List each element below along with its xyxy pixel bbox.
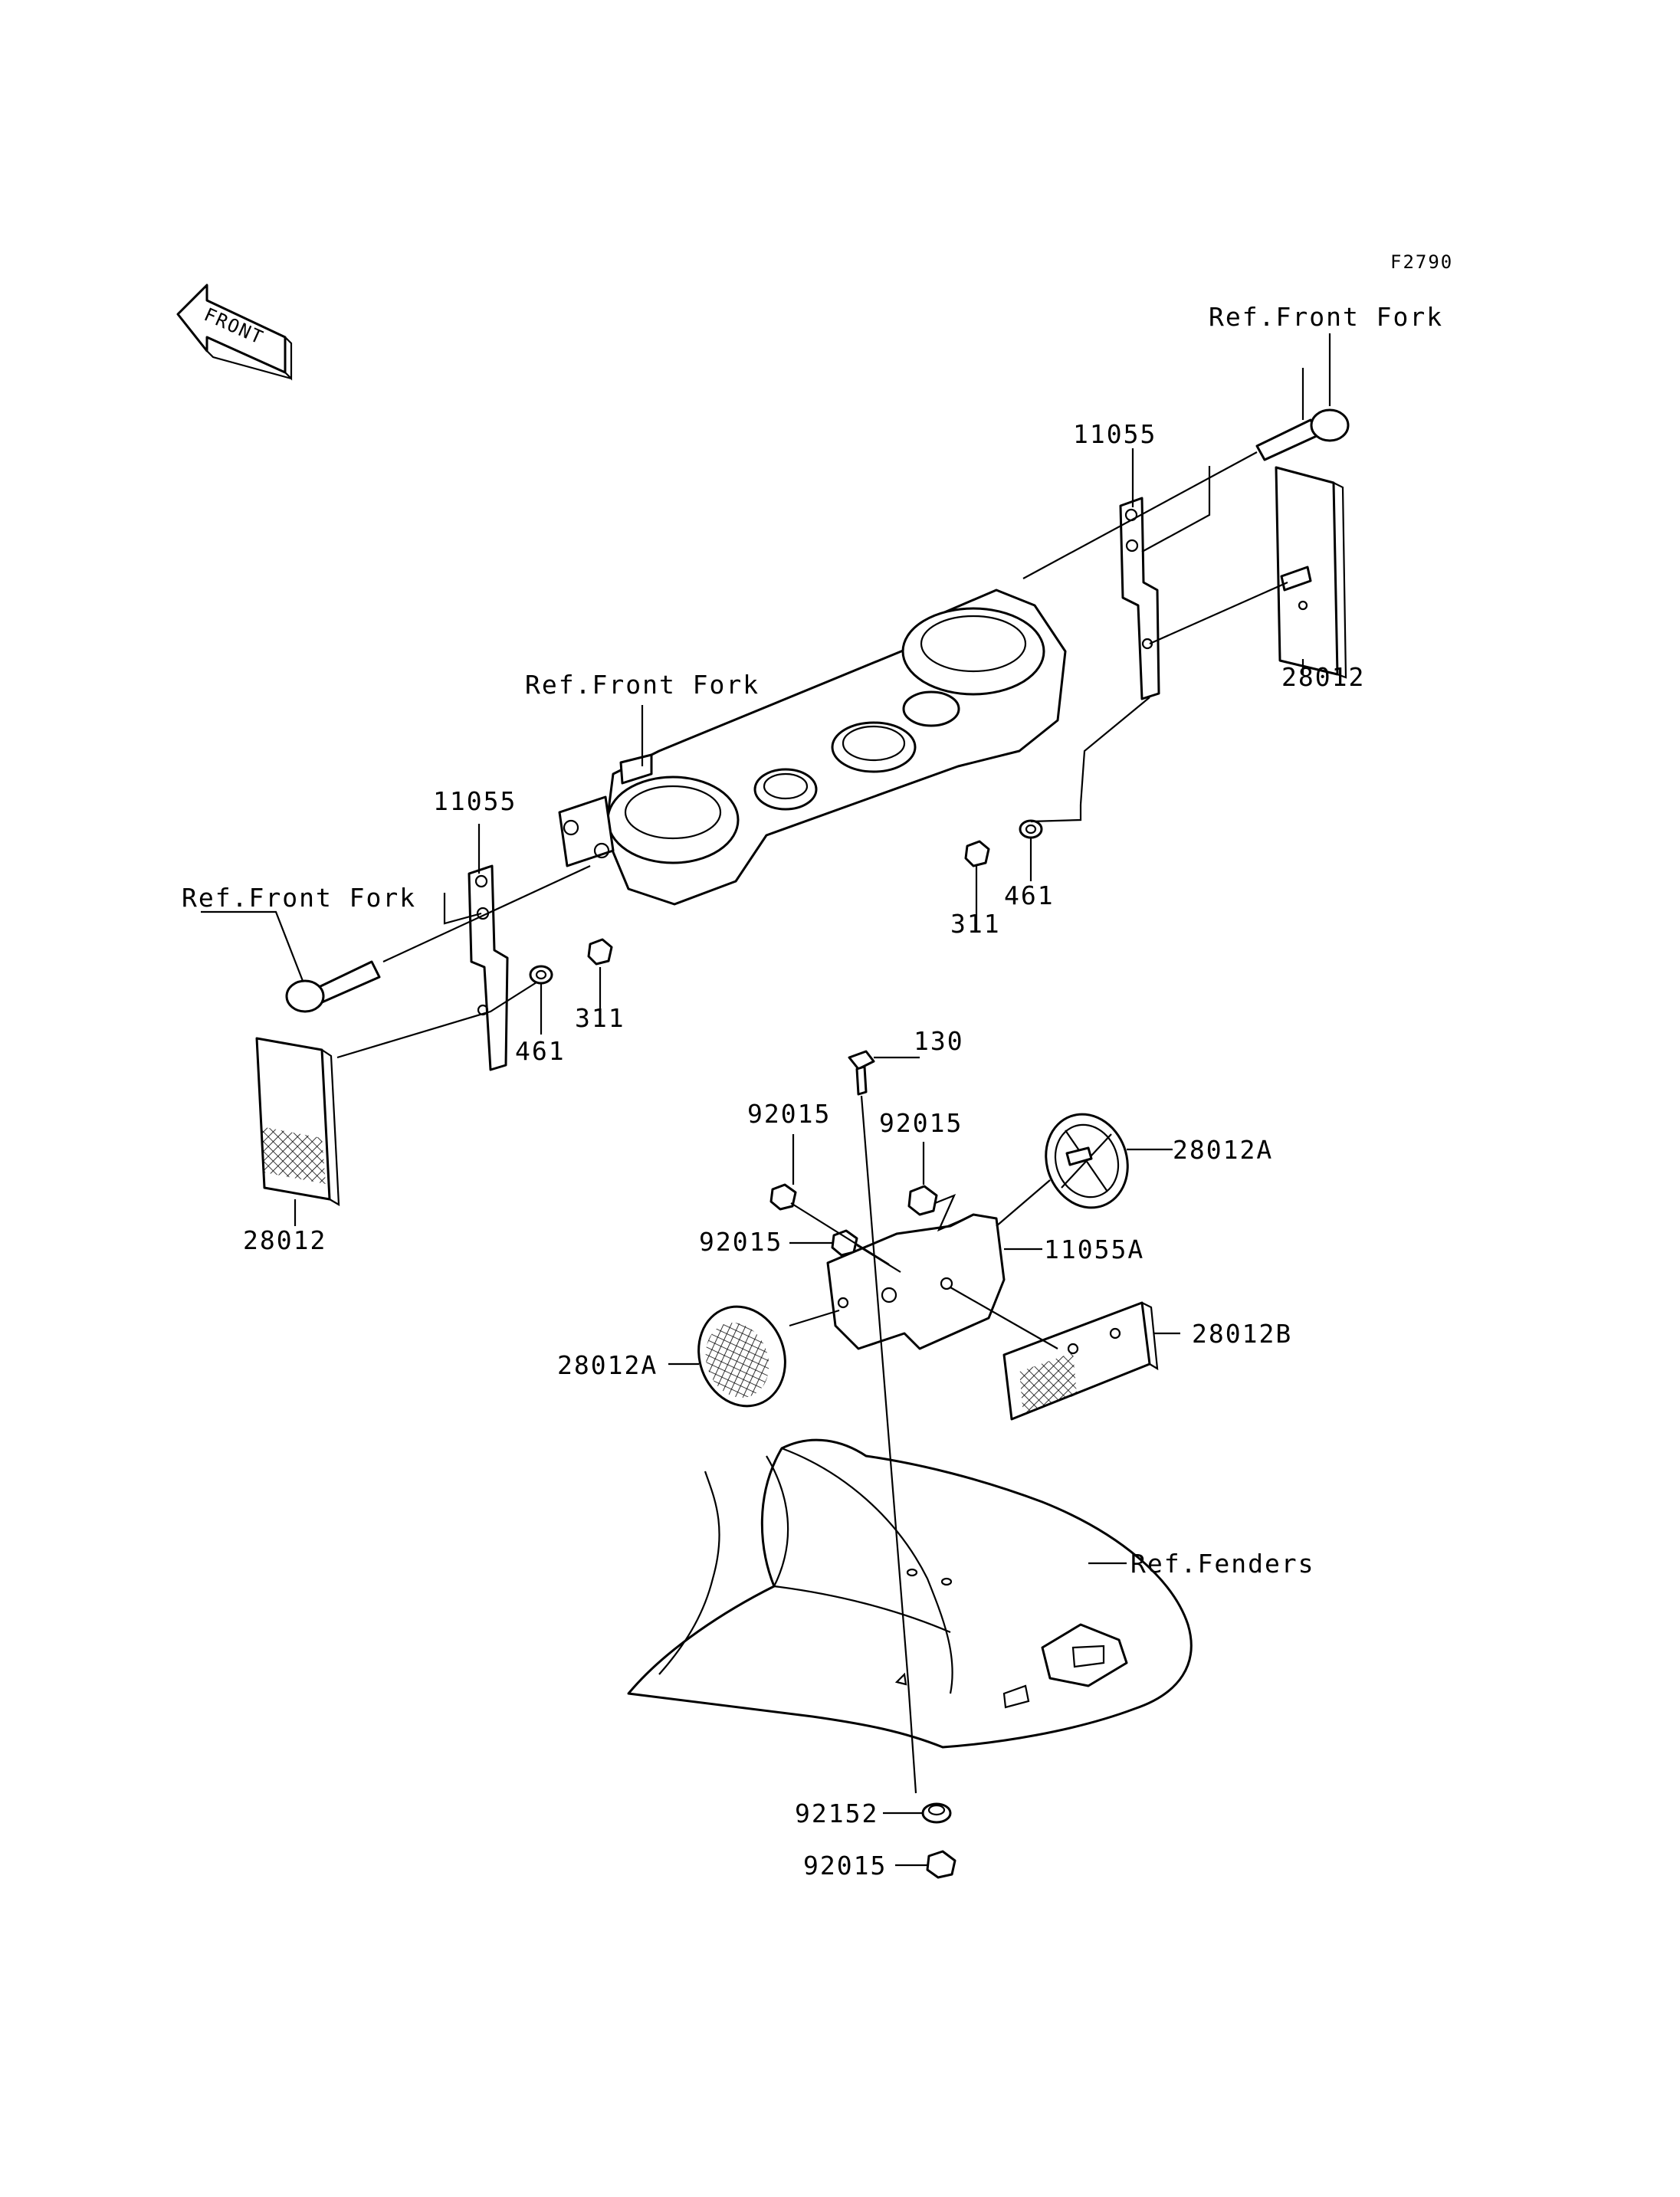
- nut-right: [964, 840, 990, 867]
- nut-92015-bottom: [926, 1850, 956, 1879]
- label-washer-right: 461: [1004, 880, 1055, 910]
- figure-code: F2790: [1390, 251, 1453, 273]
- washer-right: [1019, 819, 1043, 839]
- label-nut-92015-bottom: 92015: [803, 1851, 887, 1881]
- label-bracket-right: 11055: [1073, 419, 1157, 449]
- front-direction-arrow-icon: FRONT: [176, 284, 293, 381]
- label-ref-fenders: Ref.Fenders: [1130, 1549, 1315, 1579]
- label-round-reflector-left: 28012A: [557, 1350, 658, 1380]
- label-bolt-130: 130: [914, 1026, 964, 1056]
- nut-92015-b: [907, 1185, 938, 1216]
- label-ref-front-fork-mid: Ref.Front Fork: [525, 670, 760, 700]
- reflector-28012b: [1002, 1301, 1159, 1421]
- label-ref-front-fork-top: Ref.Front Fork: [1209, 302, 1443, 332]
- washer-left: [529, 965, 553, 985]
- callout-labels: Ref.Front Fork 11055 28012 Ref.Front For…: [182, 302, 1443, 1881]
- label-reflector-right: 28012: [1281, 662, 1365, 692]
- label-nut-92015-3: 92015: [699, 1227, 783, 1257]
- label-nut-92015-1: 92015: [747, 1099, 831, 1129]
- bracket-11055a: [826, 1213, 1006, 1350]
- reflector-right: [1275, 466, 1347, 679]
- reflector-left: [255, 1037, 340, 1206]
- label-nut-92015-2: 92015: [879, 1108, 963, 1138]
- fork-triple-clamp: [558, 589, 1067, 906]
- label-nut-left: 311: [575, 1003, 625, 1033]
- fork-bolt-left: [285, 960, 381, 1013]
- label-bracket-left: 11055: [433, 786, 517, 816]
- leader-lines: [201, 333, 1331, 1867]
- label-grommet-92152: 92152: [795, 1799, 878, 1828]
- washer-right-hole: [1025, 824, 1037, 835]
- nut-left: [587, 938, 613, 966]
- nut-92015-a: [769, 1183, 797, 1211]
- bolt-130: [848, 1050, 875, 1096]
- label-bracket-11055a: 11055A: [1044, 1235, 1144, 1264]
- label-washer-left: 461: [515, 1036, 566, 1066]
- fork-bolt-right: [1255, 408, 1350, 461]
- label-reflector-28012b: 28012B: [1192, 1319, 1292, 1349]
- label-nut-right: 311: [950, 909, 1001, 939]
- label-ref-front-fork-left: Ref.Front Fork: [182, 883, 416, 913]
- bracket-right: [1119, 497, 1160, 700]
- label-reflector-left: 28012: [243, 1225, 326, 1255]
- round-reflector-right: [1045, 1113, 1129, 1209]
- washer-left-hole: [535, 969, 547, 980]
- grommet-92152: [921, 1802, 952, 1824]
- front-fender: [627, 1438, 1193, 1749]
- label-round-reflector-right: 28012A: [1173, 1135, 1273, 1165]
- bracket-left: [468, 864, 509, 1071]
- round-reflector-left: [697, 1305, 786, 1408]
